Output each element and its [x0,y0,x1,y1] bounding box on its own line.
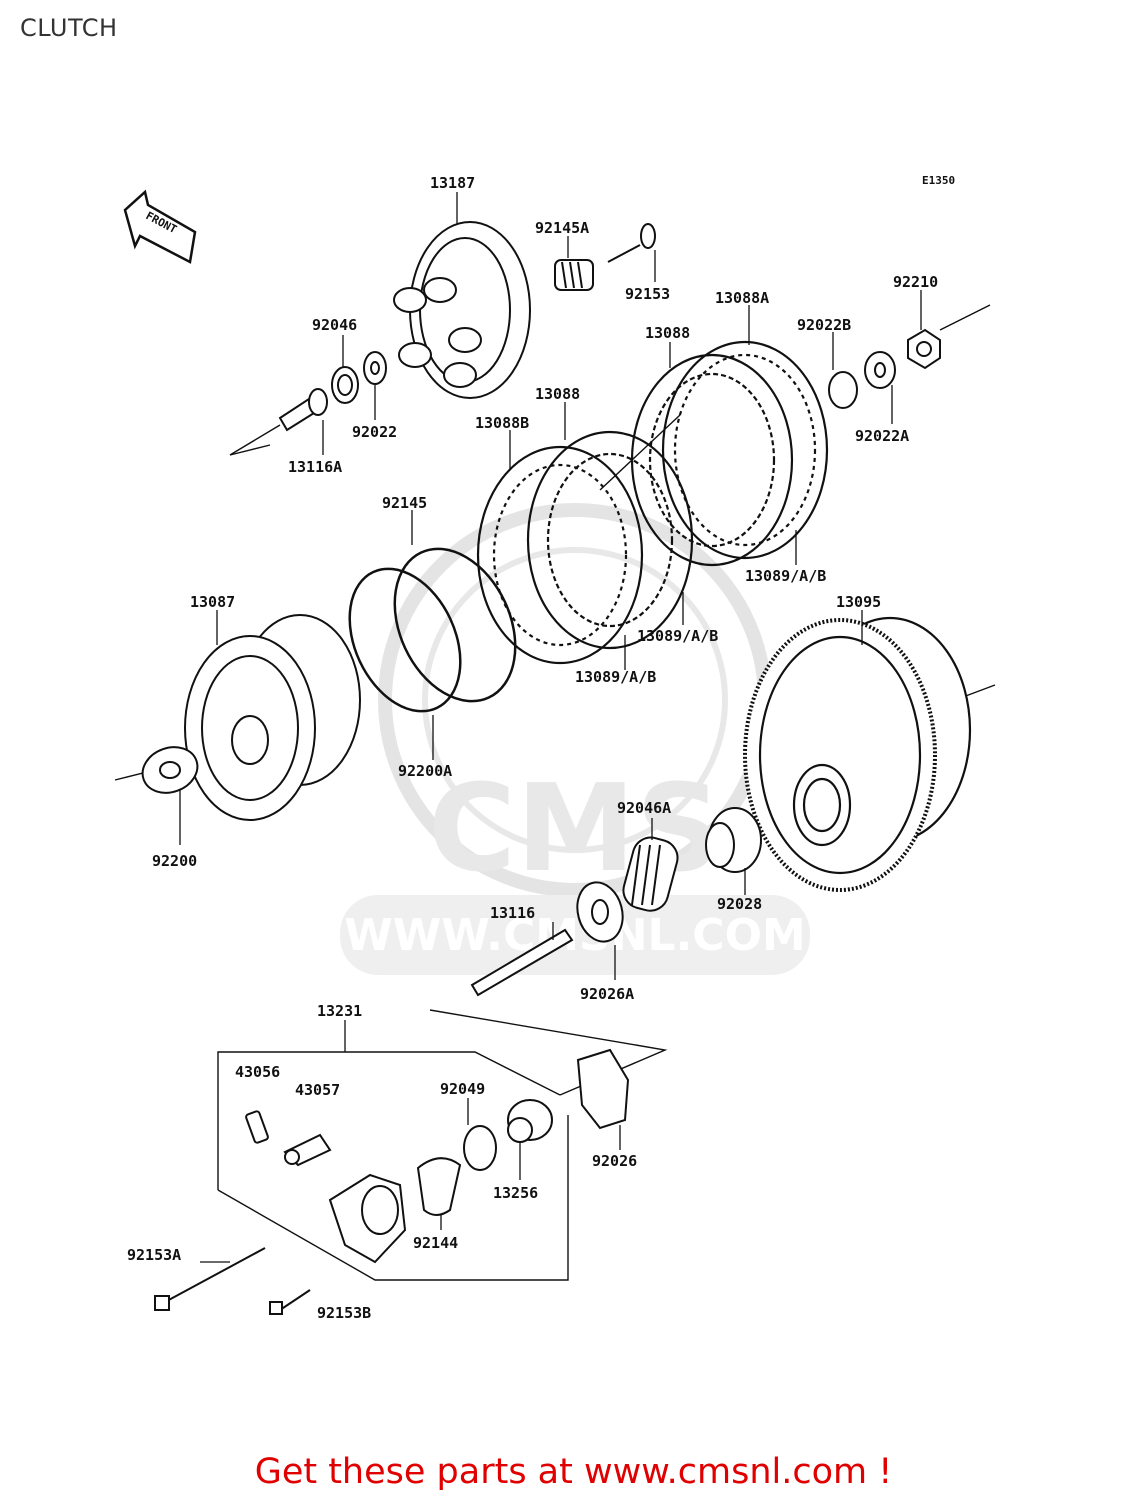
label-92026: 92026 [592,1152,637,1170]
part-13256-piston [507,1099,553,1143]
page-title: CLUTCH [20,14,118,42]
label-92049: 92049 [440,1080,485,1098]
part-92046A-needle-bearing [622,836,679,912]
part-13116-rod [470,928,574,997]
part-13095-clutch-housing [743,616,972,892]
part-labels: 13187 92145A 92153 92210 13088A 13088 92… [127,174,938,1322]
label-43057: 43057 [295,1081,340,1099]
part-92210-nut [907,328,941,370]
part-92145-ring [393,547,517,703]
watermark-brand: CMS [428,760,722,899]
label-13187: 13187 [430,174,475,192]
label-13095: 13095 [836,593,881,611]
label-92145A: 92145A [535,219,589,237]
label-92153A: 92153A [127,1246,181,1264]
part-13187-pressure-plate [393,221,531,399]
label-13116: 13116 [490,904,535,922]
part-92028-collar [705,807,762,873]
part-92022A-washer [864,351,896,389]
part-43056-bleeder [245,1110,269,1144]
part-92153B-bolt [269,1289,311,1315]
label-13088B: 13088B [475,414,529,432]
label-92200: 92200 [152,852,197,870]
part-92026A-plate [576,881,624,943]
label-92153: 92153 [625,285,670,303]
label-92022B: 92022B [797,316,851,334]
part-92049-seal [463,1125,497,1171]
part-92022B-washer [828,371,858,409]
part-92153A-bolt [154,1247,266,1311]
label-13088-top: 13088 [645,324,690,342]
label-13089-right: 13089/A/B [745,567,826,585]
label-92144: 92144 [413,1234,458,1252]
label-92022: 92022 [352,423,397,441]
part-92026-gasket [576,1048,630,1130]
label-92200A: 92200A [398,762,452,780]
part-92046-bearing [331,366,359,404]
part-92200-washer [141,746,199,794]
label-43056: 43056 [235,1063,280,1081]
label-92210: 92210 [893,273,938,291]
watermark-url: WWW.CMSNL.COM [344,910,806,961]
part-13116A-rod [278,388,328,432]
label-92022A: 92022A [855,427,909,445]
part-92200A-ring [348,567,462,713]
part-slave-cylinder-body [328,1173,407,1264]
part-92153-bolt [607,223,656,263]
part-13087-clutch-hub [184,614,361,821]
label-92145: 92145 [382,494,427,512]
footer-cta-link[interactable]: Get these parts at www.cmsnl.com ! [254,1452,893,1492]
label-13088-mid: 13088 [535,385,580,403]
leader-lines [179,192,922,1263]
label-92046: 92046 [312,316,357,334]
label-92046A: 92046A [617,799,671,817]
part-92022-washer [363,351,387,385]
part-92144-spring-boot [416,1157,462,1216]
label-13089-lower: 13089/A/B [575,668,656,686]
label-92028: 92028 [717,895,762,913]
part-43057-cap [283,1133,332,1167]
front-arrow-icon: FRONT [123,189,197,264]
label-13087: 13087 [190,593,235,611]
label-92026A: 92026A [580,985,634,1003]
label-13088A: 13088A [715,289,769,307]
label-92153B: 92153B [317,1304,371,1322]
label-13231: 13231 [317,1002,362,1020]
diagram-code: E1350 [922,174,955,187]
label-13116A: 13116A [288,458,342,476]
part-92145A-spring [554,259,594,291]
label-13256: 13256 [493,1184,538,1202]
clutch-plate-stack [476,340,829,665]
label-13089-center: 13089/A/B [637,627,718,645]
